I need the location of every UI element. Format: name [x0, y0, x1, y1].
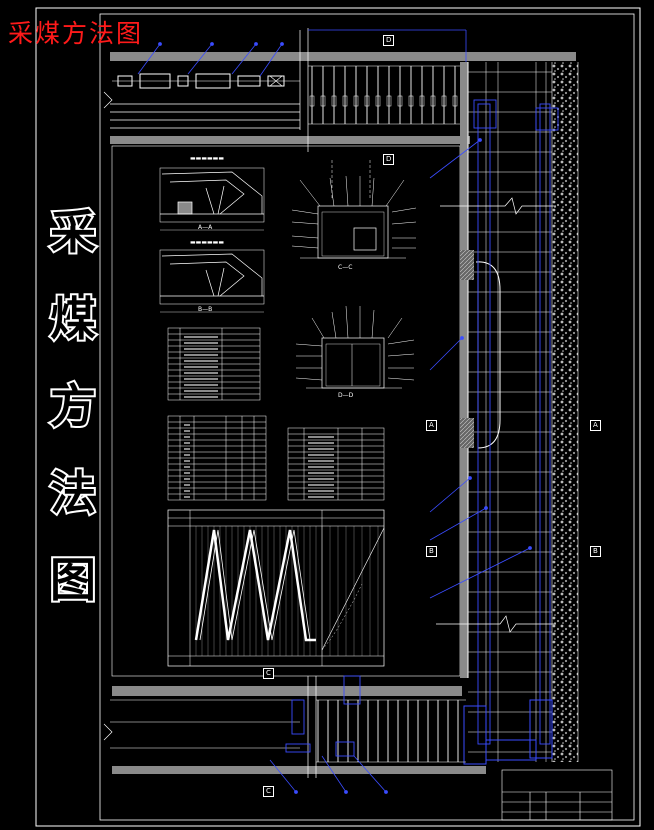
- outer-border: [35, 7, 641, 827]
- caption-section-bb: B—B: [198, 306, 213, 313]
- vertical-title-char: 图: [48, 551, 98, 609]
- shearer-outline: [475, 261, 501, 449]
- caption-max-control: ▬▬▬▬▬▬: [190, 155, 224, 162]
- section-aa-drawing: [159, 167, 265, 231]
- section-marker-a-left: A: [426, 420, 437, 431]
- caption-section-cc: C—C: [338, 264, 353, 271]
- vertical-title: 采 煤 方 法 图: [44, 203, 102, 609]
- vertical-title-char: 煤: [48, 290, 98, 348]
- section-marker-c-mid: C: [263, 668, 274, 679]
- bottom-blue-machines: [285, 675, 361, 757]
- section-cc-drawing: [291, 160, 417, 259]
- page-title: 采煤方法图: [8, 19, 144, 48]
- vertical-title-char: 方: [48, 377, 98, 435]
- top-roadway: [103, 28, 576, 152]
- section-marker-d-top: D: [383, 35, 395, 46]
- leader-lines: [137, 42, 532, 794]
- tables: [167, 327, 385, 501]
- inner-border: [99, 13, 635, 821]
- face-supports: [468, 71, 552, 753]
- top-supports: [308, 65, 466, 125]
- section-marker-d-mid: D: [383, 154, 395, 165]
- section-marker-b-left: B: [426, 546, 437, 557]
- face-conveyor: [473, 99, 559, 745]
- section-marker-a-right: A: [590, 420, 601, 431]
- vertical-title-char: 采: [48, 203, 98, 261]
- title-block: [501, 769, 613, 821]
- cycle-chart-grid: [195, 526, 379, 656]
- bottom-supports: [316, 699, 466, 763]
- caption-section-dd: D—D: [338, 392, 354, 399]
- caption-section-aa: A—A: [198, 224, 213, 231]
- section-marker-b-right: B: [590, 546, 601, 557]
- bottom-roadway: [103, 676, 553, 778]
- cycle-chart: [167, 509, 385, 667]
- caption-min-control: ▬▬▬▬▬▬: [190, 239, 224, 246]
- section-bb-drawing: [159, 249, 265, 313]
- vertical-title-char: 法: [48, 464, 98, 522]
- section-dd-drawing: [295, 305, 415, 389]
- section-marker-c-bottom: C: [263, 786, 274, 797]
